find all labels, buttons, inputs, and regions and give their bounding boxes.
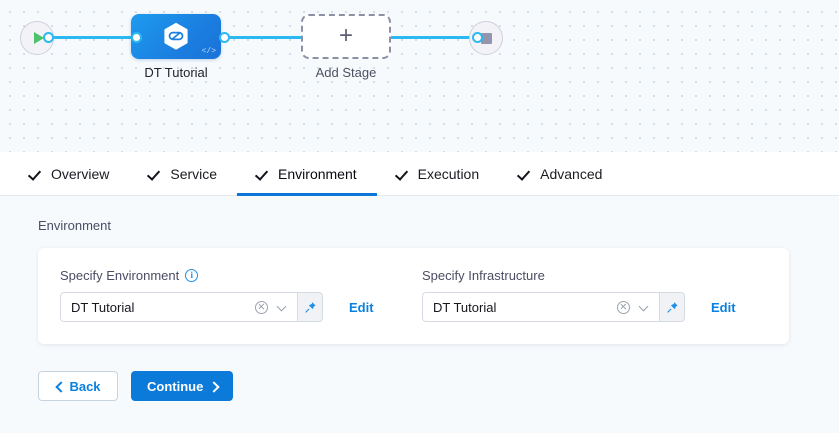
chevron-left-icon: [55, 383, 62, 390]
specify-environment-label: Specify Environment: [60, 268, 180, 283]
start-node-output-port[interactable]: [43, 32, 54, 43]
section-title: Environment: [38, 218, 111, 233]
tab-service[interactable]: Service: [129, 152, 237, 195]
pin-icon: [666, 301, 678, 313]
tab-service-label: Service: [170, 165, 218, 182]
stop-icon: [480, 32, 492, 44]
specify-infrastructure-row: DT Tutorial Edit: [422, 292, 784, 322]
chevron-down-icon[interactable]: [278, 303, 286, 311]
stage-tabs: Overview Service Environment Execution A…: [0, 152, 839, 196]
tab-environment[interactable]: Environment: [237, 152, 377, 196]
tab-environment-label: Environment: [278, 165, 357, 182]
check-icon: [519, 167, 532, 180]
environment-select[interactable]: DT Tutorial: [60, 292, 298, 322]
continue-button[interactable]: Continue: [131, 371, 234, 401]
stage-input-port[interactable]: [131, 32, 142, 43]
continue-button-label: Continue: [147, 378, 204, 394]
environment-edit-link[interactable]: Edit: [349, 299, 374, 315]
specify-infrastructure-group: Specify Infrastructure DT Tutorial Edit: [422, 268, 784, 322]
back-button-label: Back: [69, 378, 101, 394]
specify-environment-label-row: Specify Environment i: [60, 268, 422, 283]
clear-circle-icon[interactable]: [617, 300, 630, 314]
check-icon: [257, 167, 270, 180]
specify-infrastructure-label-row: Specify Infrastructure: [422, 268, 784, 283]
stage-code-badge: </>: [201, 47, 216, 56]
infrastructure-select-value: DT Tutorial: [433, 299, 497, 315]
specify-environment-group: Specify Environment i DT Tutorial Edit: [60, 268, 422, 322]
stage-output-port[interactable]: [219, 32, 230, 43]
pipeline-stage-dt-tutorial[interactable]: </>: [131, 14, 221, 59]
play-icon: [33, 32, 44, 44]
tab-overview[interactable]: Overview: [10, 152, 129, 195]
infrastructure-pin-button[interactable]: [660, 292, 685, 322]
environment-select-value: DT Tutorial: [71, 299, 135, 315]
specify-environment-row: DT Tutorial Edit: [60, 292, 422, 322]
info-icon[interactable]: i: [185, 269, 199, 282]
specify-infrastructure-label: Specify Infrastructure: [422, 268, 545, 283]
chevron-right-icon: [210, 383, 217, 390]
connector-start-to-stage: [44, 36, 140, 39]
add-stage-label: Add Stage: [315, 65, 377, 80]
check-icon: [397, 167, 410, 180]
infrastructure-select[interactable]: DT Tutorial: [422, 292, 660, 322]
add-stage-button[interactable]: +: [301, 14, 391, 59]
pipeline-canvas[interactable]: </> DT Tutorial + Add Stage: [0, 0, 839, 152]
tab-overview-label: Overview: [51, 165, 110, 182]
environment-card: Specify Environment i DT Tutorial Edit: [38, 248, 789, 344]
connector-stage-to-add: [225, 36, 310, 39]
wizard-footer: Back Continue: [38, 371, 839, 401]
tab-advanced[interactable]: Advanced: [499, 152, 622, 195]
pin-icon: [304, 301, 316, 313]
infrastructure-edit-link[interactable]: Edit: [711, 299, 736, 315]
tab-execution[interactable]: Execution: [377, 152, 499, 195]
environment-pin-button[interactable]: [298, 292, 323, 322]
end-node-input-port[interactable]: [472, 32, 483, 43]
clear-circle-icon[interactable]: [255, 300, 268, 314]
check-icon: [149, 167, 162, 180]
stage-label: DT Tutorial: [144, 65, 208, 80]
chevron-down-icon[interactable]: [640, 303, 648, 311]
check-icon: [30, 167, 43, 180]
harness-hexagon-icon: [163, 22, 189, 51]
back-button[interactable]: Back: [38, 371, 118, 401]
connector-add-to-end: [381, 36, 480, 39]
tab-execution-label: Execution: [417, 165, 480, 182]
plus-icon: +: [338, 21, 353, 49]
environment-panel: Environment Specify Environment i DT Tut…: [0, 196, 839, 433]
tab-advanced-label: Advanced: [540, 165, 603, 182]
